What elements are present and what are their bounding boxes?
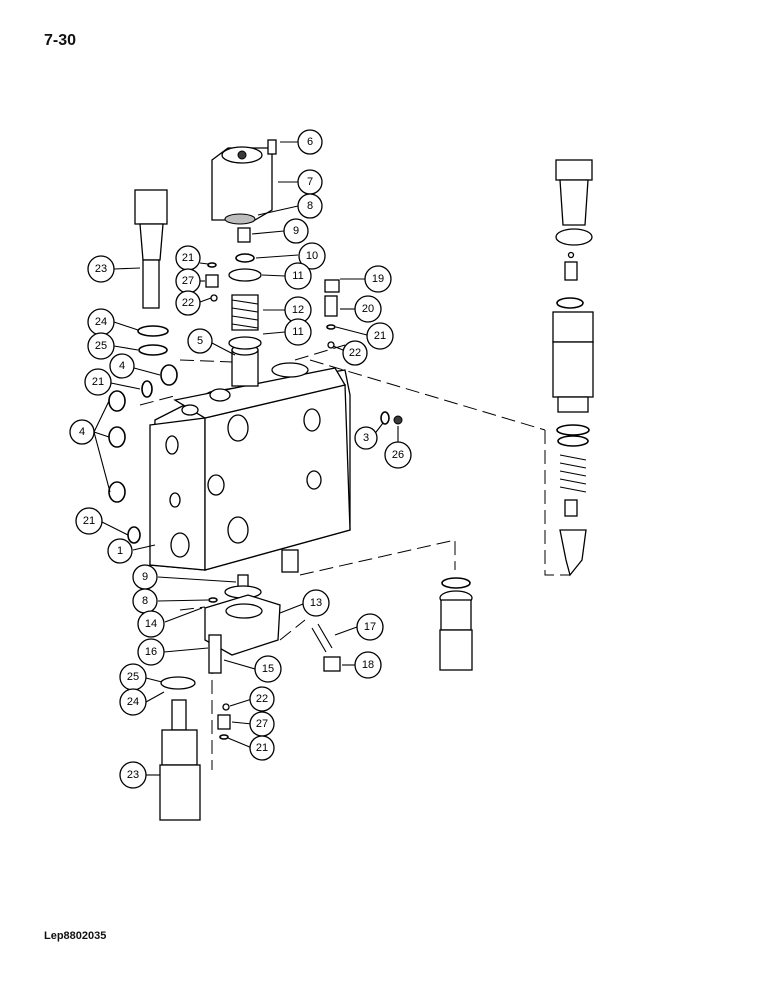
callout-3: 3 bbox=[354, 426, 378, 450]
reference-code: Lep8802035 bbox=[44, 930, 107, 942]
callout-26: 26 bbox=[384, 441, 412, 469]
svg-text:20: 20 bbox=[362, 303, 374, 315]
svg-text:8: 8 bbox=[307, 200, 313, 212]
callout-21: 21 bbox=[75, 507, 103, 535]
callout-16: 16 bbox=[137, 638, 165, 666]
svg-text:22: 22 bbox=[349, 347, 361, 359]
svg-text:3: 3 bbox=[363, 432, 369, 444]
svg-text:11: 11 bbox=[292, 326, 303, 338]
svg-text:7: 7 bbox=[307, 176, 313, 188]
callout-14: 14 bbox=[137, 610, 165, 638]
solenoid-assembly bbox=[211, 139, 277, 350]
svg-text:5: 5 bbox=[197, 335, 203, 347]
svg-text:22: 22 bbox=[256, 693, 268, 705]
svg-text:11: 11 bbox=[292, 270, 303, 282]
svg-text:21: 21 bbox=[182, 252, 194, 264]
svg-text:4: 4 bbox=[79, 426, 85, 438]
svg-text:6: 6 bbox=[307, 136, 313, 148]
svg-text:8: 8 bbox=[142, 595, 148, 607]
callout-25: 25 bbox=[119, 663, 147, 691]
callout-1: 1 bbox=[107, 538, 133, 564]
callout-21: 21 bbox=[175, 245, 201, 271]
callout-23: 23 bbox=[119, 761, 147, 789]
svg-text:24: 24 bbox=[127, 696, 139, 708]
valve-body bbox=[149, 344, 351, 573]
bottom-plate-assembly bbox=[159, 574, 341, 821]
svg-text:27: 27 bbox=[182, 275, 194, 287]
callout-17: 17 bbox=[356, 613, 384, 641]
svg-text:24: 24 bbox=[95, 316, 107, 328]
svg-text:21: 21 bbox=[92, 376, 104, 388]
callout-23: 23 bbox=[87, 255, 115, 283]
svg-text:14: 14 bbox=[145, 618, 157, 630]
svg-text:1: 1 bbox=[117, 545, 123, 557]
callout-6: 6 bbox=[297, 129, 323, 155]
callout-27: 27 bbox=[175, 268, 201, 294]
svg-text:27: 27 bbox=[256, 718, 268, 730]
callout-5: 5 bbox=[187, 328, 213, 354]
lower-spool bbox=[439, 577, 473, 671]
callout-25: 25 bbox=[87, 332, 115, 360]
callout-21: 21 bbox=[84, 368, 112, 396]
callout-12: 12 bbox=[284, 296, 312, 324]
svg-text:26: 26 bbox=[392, 449, 404, 461]
callout-8: 8 bbox=[132, 588, 158, 614]
svg-text:25: 25 bbox=[127, 671, 139, 683]
svg-text:9: 9 bbox=[142, 571, 148, 583]
svg-text:19: 19 bbox=[372, 273, 384, 285]
svg-text:25: 25 bbox=[95, 340, 107, 352]
svg-text:12: 12 bbox=[292, 304, 304, 316]
callout-27: 27 bbox=[249, 711, 275, 737]
callout-13: 13 bbox=[302, 589, 330, 617]
callout-24: 24 bbox=[87, 308, 115, 336]
callout-24: 24 bbox=[119, 688, 147, 716]
callout-8: 8 bbox=[297, 193, 323, 219]
svg-text:10: 10 bbox=[306, 250, 318, 262]
svg-text:4: 4 bbox=[119, 360, 125, 372]
callout-11: 11 bbox=[284, 262, 312, 290]
callout-4: 4 bbox=[69, 419, 95, 445]
svg-text:23: 23 bbox=[95, 263, 107, 275]
callout-9: 9 bbox=[283, 218, 309, 244]
callout-18: 18 bbox=[354, 651, 382, 679]
callout-21: 21 bbox=[366, 322, 394, 350]
callout-22: 22 bbox=[249, 686, 275, 712]
callout-9: 9 bbox=[132, 564, 158, 590]
svg-text:15: 15 bbox=[262, 663, 274, 675]
callout-22: 22 bbox=[175, 290, 201, 316]
svg-text:21: 21 bbox=[83, 515, 95, 527]
callout-21: 21 bbox=[249, 735, 275, 761]
callout-10: 10 bbox=[298, 242, 326, 270]
callout-20: 20 bbox=[354, 295, 382, 323]
svg-text:22: 22 bbox=[182, 297, 194, 309]
callout-7: 7 bbox=[297, 169, 323, 195]
callout-11: 11 bbox=[284, 318, 312, 346]
callout-22: 22 bbox=[342, 340, 368, 366]
svg-text:23: 23 bbox=[127, 769, 139, 781]
svg-text:18: 18 bbox=[362, 659, 374, 671]
svg-text:21: 21 bbox=[374, 330, 386, 342]
svg-text:16: 16 bbox=[145, 646, 157, 658]
svg-text:13: 13 bbox=[310, 597, 322, 609]
small-fittings bbox=[108, 262, 403, 544]
callout-15: 15 bbox=[254, 655, 282, 683]
svg-text:9: 9 bbox=[293, 225, 299, 237]
cartridge-assembly bbox=[552, 159, 594, 577]
page-number: 7-30 bbox=[44, 32, 77, 49]
svg-text:17: 17 bbox=[364, 621, 376, 633]
leader-lines bbox=[93, 141, 399, 776]
relief-valve-upper bbox=[134, 189, 169, 356]
callout-4: 4 bbox=[109, 353, 135, 379]
callout-19: 19 bbox=[364, 265, 392, 293]
svg-text:21: 21 bbox=[256, 742, 268, 754]
